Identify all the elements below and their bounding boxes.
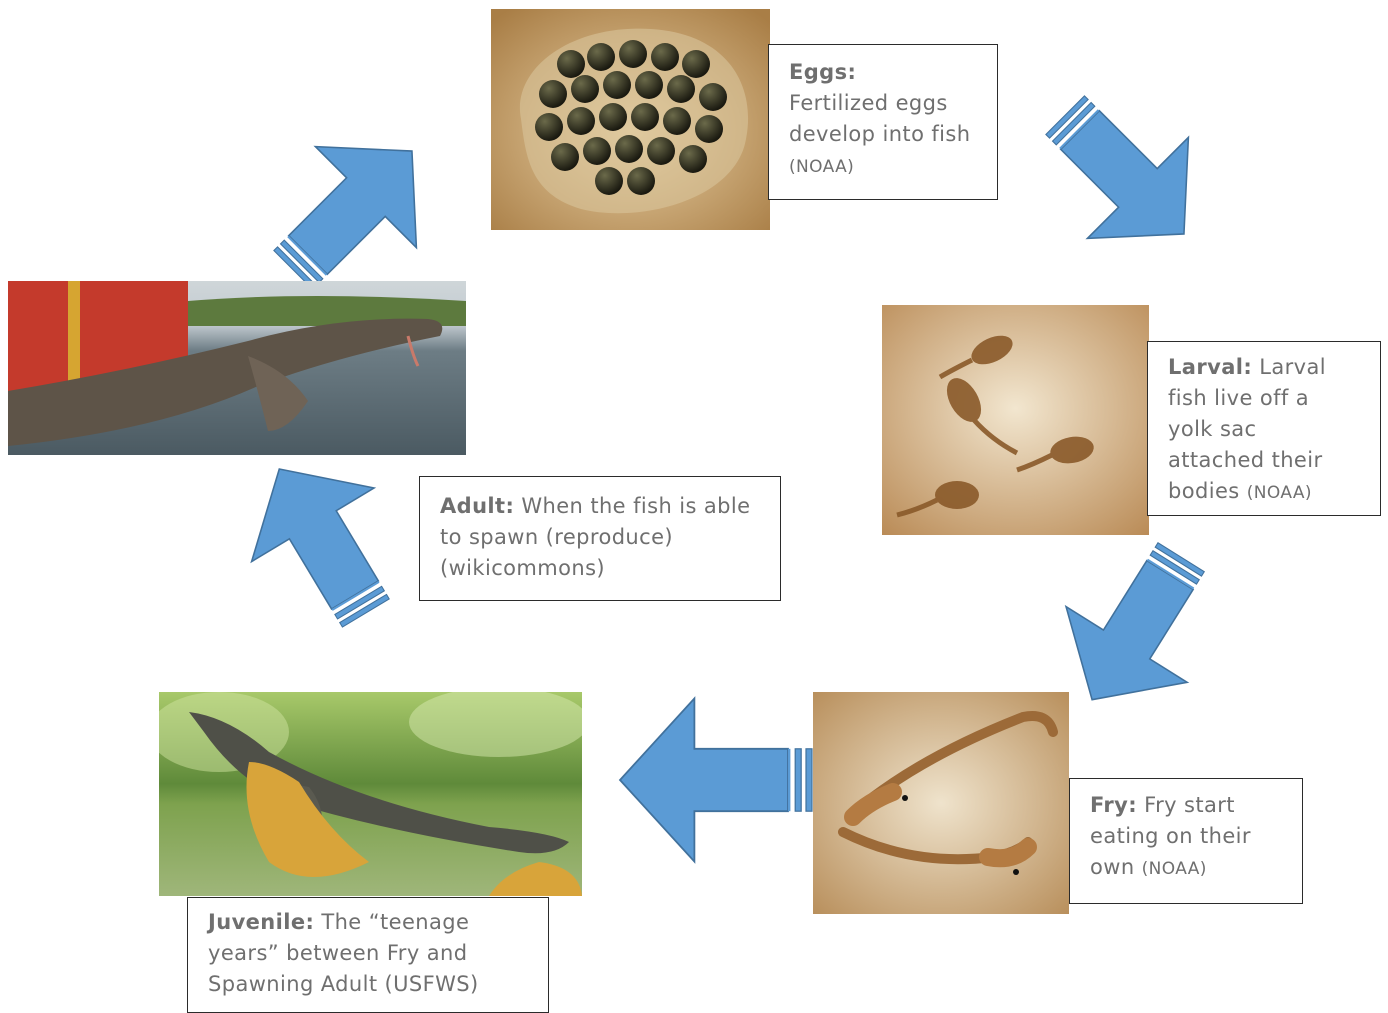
- eggs-photo: [491, 9, 770, 230]
- larval-source: (NOAA): [1247, 483, 1312, 503]
- juvenile-photo: [159, 692, 582, 896]
- arrow-eggs-to-larval: [1015, 65, 1235, 285]
- adult-title: Adult:: [440, 494, 514, 518]
- eggs-title: Eggs:: [789, 60, 856, 84]
- adult-photo: [8, 281, 466, 455]
- larval-title: Larval:: [1168, 355, 1252, 379]
- fry-photo: [813, 692, 1069, 914]
- eggs-source: (NOAA): [789, 157, 854, 177]
- larval-caption: Larval: Larval fish live off a yolk sac …: [1147, 341, 1381, 516]
- arrow-fry-to-juvenile: [620, 698, 812, 861]
- juvenile-caption: Juvenile: The “teenage years” between Fr…: [187, 897, 549, 1013]
- arrow-juvenile-to-adult: [218, 432, 427, 650]
- eggs-text: Fertilized eggs develop into fish: [789, 91, 970, 146]
- adult-caption: Adult: When the fish is able to spawn (r…: [419, 476, 781, 601]
- juvenile-title: Juvenile:: [208, 910, 314, 934]
- eggs-caption: Eggs: Fertilized eggs develop into fish …: [768, 44, 998, 200]
- fry-caption: Fry: Fry start eating on their own (NOAA…: [1069, 778, 1303, 904]
- larval-photo: [882, 305, 1149, 535]
- fry-title: Fry:: [1090, 793, 1137, 817]
- fry-source: (NOAA): [1142, 859, 1207, 879]
